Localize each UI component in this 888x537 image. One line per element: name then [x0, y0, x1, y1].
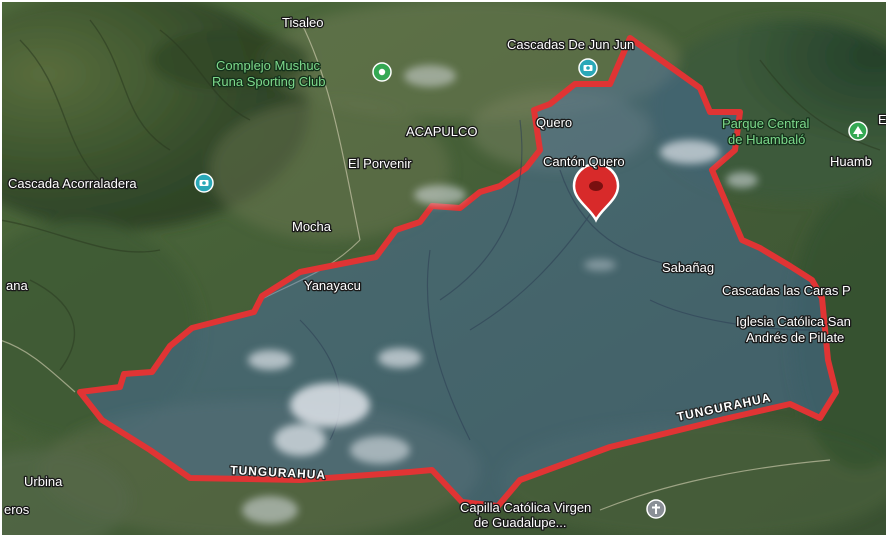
label-capilla-line1[interactable]: Capilla Católica Virgen — [459, 499, 593, 517]
roads — [0, 19, 831, 511]
label-mocha[interactable]: Mocha — [291, 218, 333, 236]
label-complejo-line1[interactable]: Complejo Mushuc — [215, 57, 322, 75]
label-sabanag[interactable]: Sabañag — [661, 259, 716, 277]
label-e-edge[interactable]: E — [877, 111, 888, 129]
label-acapulco[interactable]: ACAPULCO — [405, 123, 479, 141]
church-cross-icon[interactable] — [646, 499, 666, 519]
label-capilla-line2[interactable]: de Guadalupe... — [473, 514, 568, 532]
label-quero[interactable]: Quero — [535, 114, 574, 132]
label-eros-edge[interactable]: eros — [3, 501, 31, 519]
sports-icon[interactable] — [372, 62, 392, 82]
label-iglesia-line2[interactable]: Andrés de Pillate — [745, 329, 846, 347]
label-cascadas-jun-jun[interactable]: Cascadas De Jun Jun — [506, 36, 636, 54]
park-tree-icon[interactable] — [848, 121, 868, 141]
camera-icon[interactable] — [578, 58, 598, 78]
label-yanayacu[interactable]: Yanayacu — [303, 277, 362, 295]
label-tisaleo[interactable]: Tisaleo — [281, 14, 325, 32]
clouds — [242, 65, 758, 524]
location-pin-icon[interactable] — [572, 162, 620, 223]
label-cascadas-caras[interactable]: Cascadas las Caras P — [721, 282, 852, 300]
label-el-porvenir[interactable]: El Porvenir — [347, 155, 414, 173]
label-urbina[interactable]: Urbina — [23, 473, 65, 491]
camera-icon[interactable] — [194, 173, 214, 193]
canton-region[interactable] — [77, 35, 839, 509]
ridge-lines — [0, 19, 881, 371]
label-ana-edge[interactable]: ana — [5, 277, 30, 295]
label-parque-line1[interactable]: Parque Central — [721, 115, 811, 133]
label-complejo-line2[interactable]: Runa Sporting Club — [211, 73, 327, 91]
label-canton-quero[interactable]: Cantón Quero — [542, 153, 626, 171]
label-iglesia-line1[interactable]: Iglesia Católica San — [735, 313, 853, 331]
label-huambalo-edge[interactable]: Huamb — [829, 153, 874, 171]
label-tungurahua-south: TUNGURAHUA — [230, 463, 327, 482]
label-parque-line2[interactable]: de Huambaló — [727, 131, 807, 149]
label-cascada-acorraladera[interactable]: Cascada Acorraladera — [7, 175, 139, 193]
